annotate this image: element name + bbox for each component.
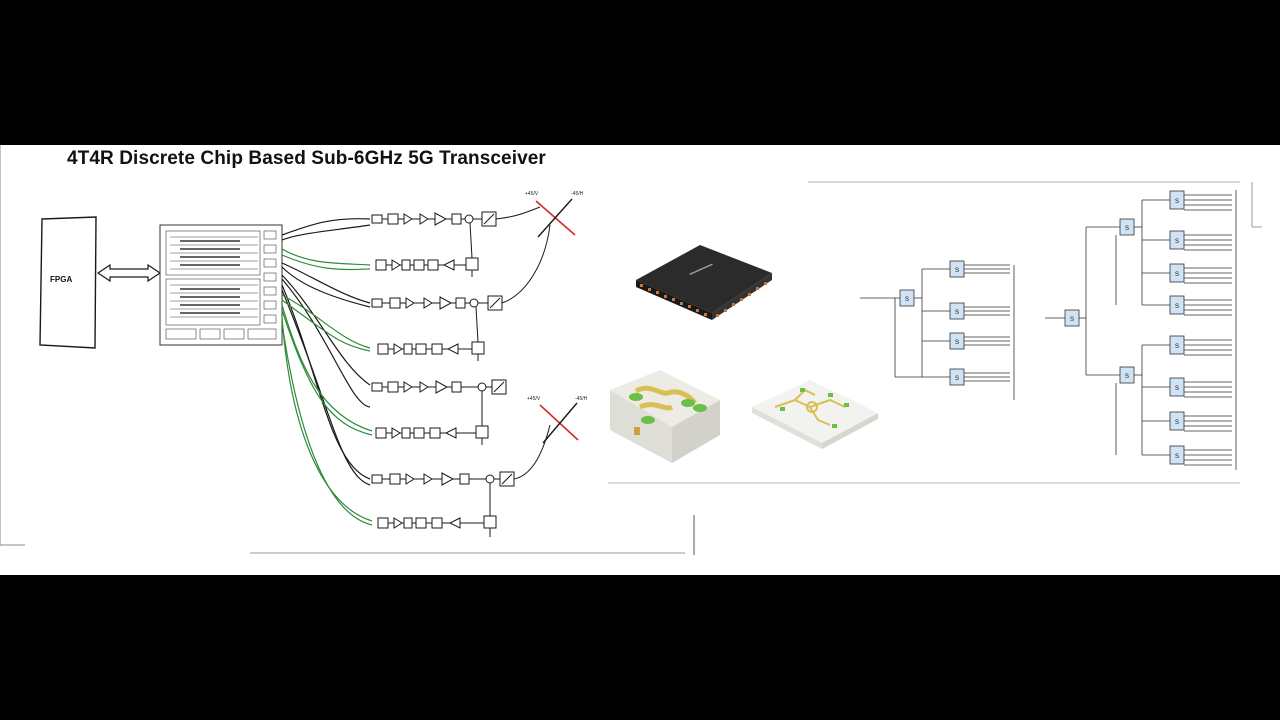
splitter-s-label: S bbox=[1175, 454, 1179, 460]
fpga-block: FPGA bbox=[39, 216, 97, 349]
slide-title: 4T4R Discrete Chip Based Sub-6GHz 5G Tra… bbox=[67, 148, 546, 169]
splitter-s-label: S bbox=[1175, 239, 1179, 245]
tx-chains bbox=[371, 206, 551, 487]
slide-canvas: 4T4R Discrete Chip Based Sub-6GHz 5G Tra… bbox=[0, 145, 1280, 575]
antenna-top-left-label: +45/V bbox=[525, 191, 539, 197]
splitter-tree-small bbox=[860, 260, 1015, 400]
rx-chains bbox=[375, 222, 497, 537]
splitter-s-label: S bbox=[905, 297, 909, 303]
power-divider-image bbox=[752, 380, 878, 449]
splitter-s-label: S bbox=[1175, 304, 1179, 310]
splitter-s-label: S bbox=[1070, 317, 1074, 323]
rx-wires bbox=[281, 248, 373, 526]
hybrid-coupler-image bbox=[610, 370, 720, 463]
antenna-top: +45/V -45/H bbox=[525, 191, 584, 238]
splitter-s-label: S bbox=[1125, 374, 1129, 380]
splitter-s-label: S bbox=[955, 340, 959, 346]
antenna-top-right-label: -45/H bbox=[571, 191, 584, 197]
splitter-s-label: S bbox=[1175, 386, 1179, 392]
antenna-bottom-right-label: -45/H bbox=[575, 396, 588, 402]
splitter-tree-large bbox=[1045, 190, 1237, 470]
transceiver-ic bbox=[159, 224, 283, 346]
splitter-s-label: S bbox=[1175, 272, 1179, 278]
splitter-s-label: S bbox=[1175, 344, 1179, 350]
fpga-label: FPGA bbox=[50, 275, 72, 284]
splitter-s-label: S bbox=[1125, 226, 1129, 232]
qfn-chip-image: ▬▬▬▬▬ bbox=[636, 245, 772, 320]
antenna-bottom-left-label: +45/V bbox=[527, 396, 541, 402]
transceiver-diagram: FPGA bbox=[0, 145, 1262, 555]
tx-wires bbox=[281, 218, 371, 486]
fpga-bus-arrow bbox=[96, 263, 162, 283]
splitter-s-label: S bbox=[955, 268, 959, 274]
antenna-bottom: +45/V -45/H bbox=[527, 396, 588, 444]
splitter-s-label: S bbox=[955, 376, 959, 382]
splitter-s-label: S bbox=[1175, 199, 1179, 205]
splitter-s-label: S bbox=[1175, 420, 1179, 426]
splitter-s-label: S bbox=[955, 310, 959, 316]
